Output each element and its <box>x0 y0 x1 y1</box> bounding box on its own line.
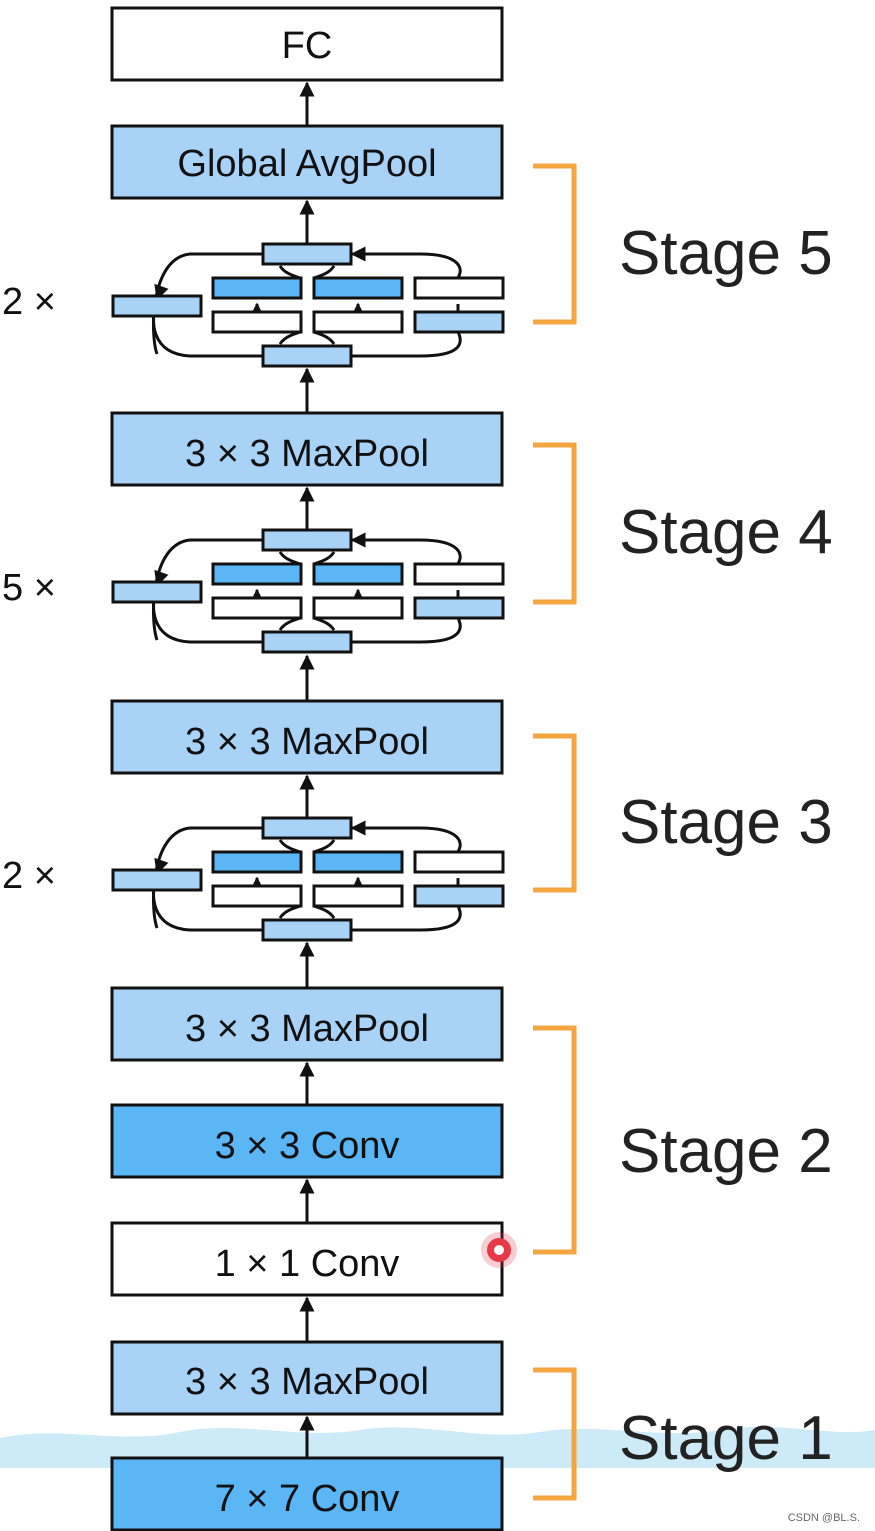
block-maxpool-stage2-label: 3 × 3 MaxPool <box>185 1008 429 1050</box>
inception-reduce-a <box>211 596 303 620</box>
block-maxpool-stage4: 3 × 3 MaxPool <box>110 411 504 487</box>
stage-brackets <box>533 163 577 1501</box>
inception-merge-left <box>278 904 301 919</box>
inception-merge-left <box>278 330 301 345</box>
inception-loop-bottom-right <box>352 600 462 644</box>
inception-loop-bottom-right <box>352 888 462 932</box>
inception-conv-branch-b <box>312 850 404 874</box>
inception-block-stage4 <box>111 528 505 654</box>
inception-reduce-b <box>312 884 404 908</box>
inception-split-left <box>278 265 301 280</box>
inception-merge-right <box>313 616 336 631</box>
block-conv7x7-stage1-label: 7 × 7 Conv <box>215 1478 400 1520</box>
stage-label-3: Stage 3 <box>619 788 833 857</box>
inception-split-left <box>278 839 301 854</box>
inception-merge-left <box>278 616 301 631</box>
stage-label-1: Stage 1 <box>619 1404 833 1473</box>
block-maxpool-stage1: 3 × 3 MaxPool <box>110 1340 504 1416</box>
inception-split-right <box>313 265 336 280</box>
inception-split-left <box>278 551 301 566</box>
bracket-stage1 <box>533 1367 577 1501</box>
inception-loop-top-right <box>350 246 462 280</box>
repeat-label-stage4: 5 × <box>2 567 56 609</box>
inception-conv-branch-c <box>413 850 505 874</box>
repeat-label-stage3: 2 × <box>2 855 56 897</box>
block-maxpool-stage4-label: 3 × 3 MaxPool <box>185 433 429 475</box>
watermark: CSDN @BL.S. <box>788 1512 860 1524</box>
inception-maxpool-branch <box>111 580 203 604</box>
repeat-label-stage5: 2 × <box>2 281 56 323</box>
stage-label-4: Stage 4 <box>619 498 833 567</box>
block-conv3x3-stage2: 3 × 3 Conv <box>110 1103 504 1179</box>
inception-reduce-b <box>312 596 404 620</box>
inception-conv-branch-b <box>312 276 404 300</box>
inception-merge-right <box>313 330 336 345</box>
inception-maxpool-branch <box>111 868 203 892</box>
inception-conv-branch-c <box>413 562 505 586</box>
block-maxpool-stage2: 3 × 3 MaxPool <box>110 986 504 1062</box>
inception-input-box <box>261 630 353 654</box>
inception-reduce-b <box>312 310 404 334</box>
inception-concat-box <box>261 242 353 266</box>
bracket-stage4 <box>533 442 577 605</box>
block-maxpool-stage1-label: 3 × 3 MaxPool <box>185 1361 429 1403</box>
block-global-avgpool-label: Global AvgPool <box>177 143 436 185</box>
block-conv3x3-stage2-label: 3 × 3 Conv <box>215 1125 400 1167</box>
block-maxpool-stage3-label: 3 × 3 MaxPool <box>185 721 429 763</box>
bracket-stage5 <box>533 163 577 325</box>
block-conv1x1-stage2-label: 1 × 1 Conv <box>215 1243 400 1285</box>
inception-loop-bottom-right <box>352 314 462 358</box>
stage-label-2: Stage 2 <box>619 1117 833 1186</box>
block-fc: FC <box>110 6 504 82</box>
inception-conv-branch-a <box>211 850 303 874</box>
inception-reduce-a <box>211 884 303 908</box>
inception-concat-box <box>261 528 353 552</box>
inception-conv-branch-c <box>413 276 505 300</box>
bracket-stage2 <box>533 1025 577 1255</box>
inception-input-box <box>261 918 353 942</box>
block-conv1x1-stage2: 1 × 1 Conv <box>110 1221 504 1297</box>
inception-loop-top-right <box>350 532 462 566</box>
inception-conv-branch-b <box>312 562 404 586</box>
block-conv7x7-stage1: 7 × 7 Conv <box>110 1456 504 1531</box>
block-maxpool-stage3: 3 × 3 MaxPool <box>110 699 504 775</box>
inception-maxpool-branch <box>111 294 203 318</box>
inception-conv-branch-a <box>211 562 303 586</box>
inception-input-box <box>261 344 353 368</box>
cursor-indicator <box>481 1232 517 1268</box>
block-fc-label: FC <box>282 25 333 67</box>
inception-conv-branch-a <box>211 276 303 300</box>
inception-reduce-c <box>413 310 505 334</box>
stage-label-5: Stage 5 <box>619 219 833 288</box>
inception-merge-right <box>313 904 336 919</box>
inception-concat-box <box>261 816 353 840</box>
inception-split-right <box>313 551 336 566</box>
bracket-stage3 <box>533 733 577 893</box>
inception-reduce-c <box>413 884 505 908</box>
inception-reduce-c <box>413 596 505 620</box>
inception-block-stage3 <box>111 816 505 942</box>
inception-block-stage5 <box>111 242 505 368</box>
inception-loop-top-right <box>350 820 462 854</box>
block-global-avgpool: Global AvgPool <box>110 124 504 200</box>
inception-reduce-a <box>211 310 303 334</box>
inception-split-right <box>313 839 336 854</box>
